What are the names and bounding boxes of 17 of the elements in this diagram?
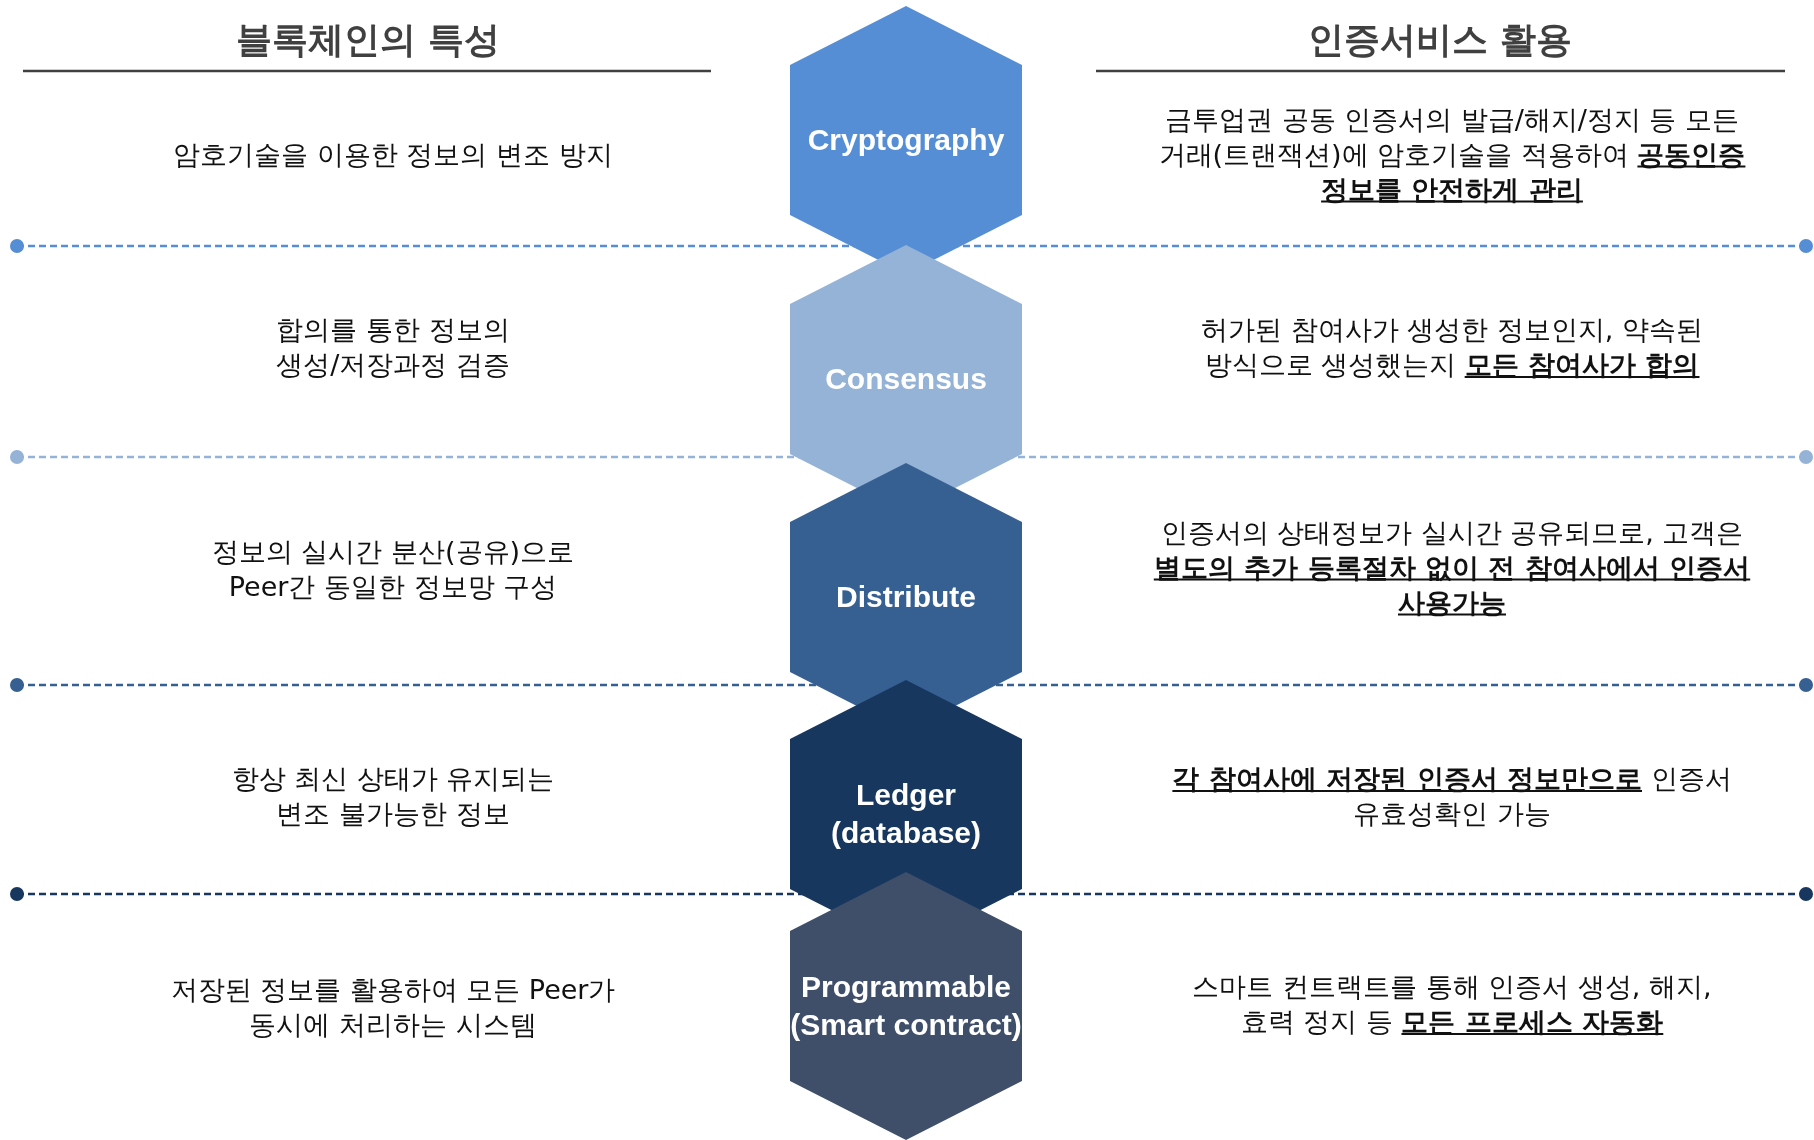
hexagon-label: Cryptography <box>806 122 1006 158</box>
description-text: 저장된 정보를 활용하여 모든 Peer가 동시에 처리하는 시스템 <box>169 973 617 1042</box>
description-text: 금투업권 공동 인증서의 발급/해지/정지 등 모든 거래(트랜잭션)에 암호기술을 적용하여 공동인증 정보를 안전하게 관리 <box>1157 102 1747 207</box>
description-text: 암호기술을 이용한 정보의 변조 방지 <box>172 137 614 172</box>
hexagon-label: Programmable (Smart contract) <box>789 969 1023 1043</box>
description-text: 스마트 컨트랙트를 통해 인증서 생성, 해지, 효력 정지 등 모든 프로세스 자동화 <box>1191 970 1713 1039</box>
description-text: 인증서의 상태정보가 실시간 공유되므로, 고객은 별도의 추가 등록절차 없이 전 참여사에서 인증서 사용가능 <box>1152 515 1752 620</box>
description-text: 각 참여사에 저장된 인증서 정보만으로 인증서 유효성확인 가능 <box>1171 762 1733 831</box>
description-text: 항상 최신 상태가 유지되는 변조 불가능한 정보 <box>230 762 556 831</box>
description-text: 허가된 참여사가 생성한 정보인지, 약속된 방식으로 생성했는지 모든 참여사가 합의 <box>1200 313 1704 382</box>
hexagon-label: Ledger (database) <box>829 777 982 851</box>
hexagon-label: Distribute <box>835 579 977 615</box>
column-heading: 블록체인의 특성 <box>234 17 502 62</box>
hexagon-label: Consensus <box>824 361 988 397</box>
description-text: 정보의 실시간 분산(공유)으로 Peer간 동일한 정보망 구성 <box>210 535 576 604</box>
description-text: 합의를 통한 정보의 생성/저장과정 검증 <box>275 313 511 382</box>
column-heading: 인증서비스 활용 <box>1306 17 1574 62</box>
